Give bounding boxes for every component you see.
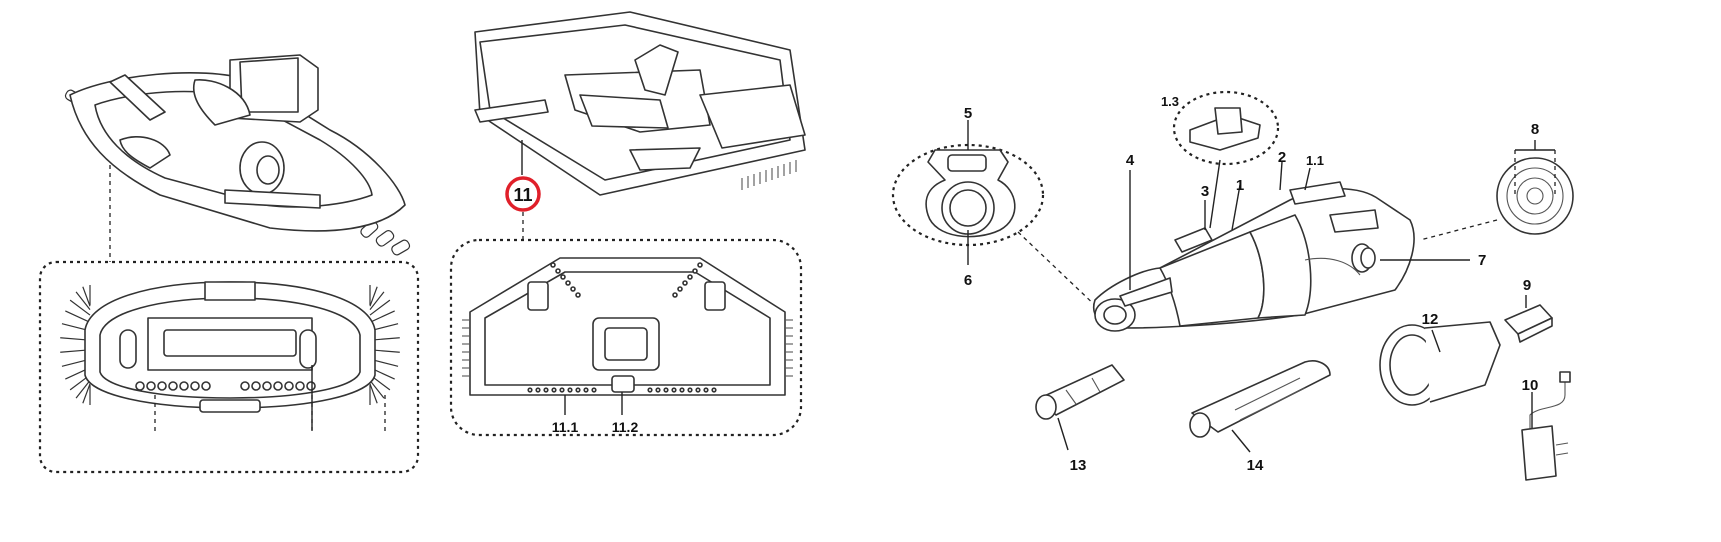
- clip-part: [1504, 295, 1553, 343]
- filter-assembly-detail: [891, 120, 1101, 311]
- callout-8: 8: [1531, 121, 1539, 138]
- bristle-line: [82, 286, 91, 307]
- plate-slot: [711, 387, 717, 393]
- latch-detail: [1172, 90, 1280, 229]
- callout-11-1: 11.1: [552, 419, 579, 435]
- plate-slot: [535, 387, 541, 393]
- callout-1-3: 1.3: [1161, 94, 1179, 109]
- vent-holes: [135, 381, 316, 391]
- plate-slot: [671, 387, 677, 393]
- callout-11: 11: [513, 185, 532, 205]
- vent-hole: [262, 381, 272, 391]
- bristle-line: [369, 299, 391, 316]
- callout-10: 10: [1522, 377, 1539, 394]
- bristle-line: [369, 380, 385, 399]
- vent-hole: [306, 381, 316, 391]
- detail-box-base-plate: [449, 238, 803, 437]
- bristle-line: [82, 383, 91, 404]
- plate-slot: [663, 387, 669, 393]
- callout-5: 5: [964, 105, 972, 122]
- bristle-line: [369, 291, 385, 310]
- callout-1: 1: [1236, 177, 1244, 194]
- grille-detail: [1419, 140, 1574, 241]
- plate-slot: [543, 387, 549, 393]
- callout-13: 13: [1070, 457, 1087, 474]
- callout-2: 2: [1278, 149, 1286, 166]
- vacuum-body: [1093, 161, 1470, 332]
- callout-3: 3: [1201, 183, 1209, 200]
- pole-part: [1035, 364, 1125, 451]
- vent-hole: [135, 381, 145, 391]
- brush-head-bottom-view: [38, 260, 420, 474]
- plate-slot: [672, 292, 678, 298]
- vent-hole: [240, 381, 250, 391]
- vent-hole: [168, 381, 178, 391]
- vent-hole: [179, 381, 189, 391]
- callout-14: 14: [1247, 457, 1264, 474]
- plate-slot: [591, 387, 597, 393]
- plate-slot: [682, 280, 688, 286]
- plate-slot: [697, 262, 703, 268]
- plate-slot: [687, 274, 693, 280]
- bristle-line: [369, 310, 395, 323]
- vent-hole: [201, 381, 211, 391]
- base-plate-assembly: [474, 11, 806, 196]
- plate-slot: [687, 387, 693, 393]
- vent-hole: [251, 381, 261, 391]
- vent-hole: [190, 381, 200, 391]
- plate-slot: [551, 387, 557, 393]
- vent-hole: [295, 381, 305, 391]
- vent-hole: [284, 381, 294, 391]
- plate-slots: [462, 262, 793, 393]
- plate-slot: [555, 268, 561, 274]
- callout-4: 4: [1126, 152, 1135, 169]
- callout-12: 12: [1422, 311, 1439, 328]
- plate-slot: [559, 387, 565, 393]
- plate-slot: [575, 387, 581, 393]
- plate-slot: [575, 292, 581, 298]
- bristle-line: [69, 299, 91, 316]
- plate-teeth: [741, 160, 797, 190]
- bristle-tuft: [375, 230, 395, 247]
- bristle-line: [65, 310, 91, 323]
- vent-hole: [146, 381, 156, 391]
- charger-part: [1521, 371, 1571, 481]
- bristle-tuft: [391, 239, 411, 256]
- plate-slot: [567, 387, 573, 393]
- plate-slot: [527, 387, 533, 393]
- plate-slot: [550, 262, 556, 268]
- plate-slot: [565, 280, 571, 286]
- plate-slot: [679, 387, 685, 393]
- bristle-line: [369, 383, 378, 404]
- callout-11-2: 11.2: [612, 419, 639, 435]
- vent-hole: [273, 381, 283, 391]
- plate-slot: [655, 387, 661, 393]
- callout-9: 9: [1523, 277, 1531, 294]
- plate-slot: [560, 274, 566, 280]
- bristle-line: [75, 380, 91, 399]
- plate-slot: [703, 387, 709, 393]
- callout-7: 7: [1478, 252, 1486, 269]
- highlight-ring-11: [505, 176, 541, 212]
- plate-slot: [647, 387, 653, 393]
- callout-1-1: 1.1: [1306, 153, 1324, 168]
- nozzle-part: [1379, 321, 1501, 406]
- handle-part: [1189, 360, 1331, 453]
- base-plate-bottom-view: [449, 238, 803, 437]
- plate-slot: [570, 286, 576, 292]
- bristle-line: [75, 291, 91, 310]
- callout-6: 6: [964, 272, 972, 289]
- bristle-line: [369, 286, 378, 307]
- vent-hole: [157, 381, 167, 391]
- brush-head-top-view: [64, 54, 411, 256]
- plate-slot: [677, 286, 683, 292]
- plate-slot: [583, 387, 589, 393]
- plate-slot: [695, 387, 701, 393]
- plate-slot: [692, 268, 698, 274]
